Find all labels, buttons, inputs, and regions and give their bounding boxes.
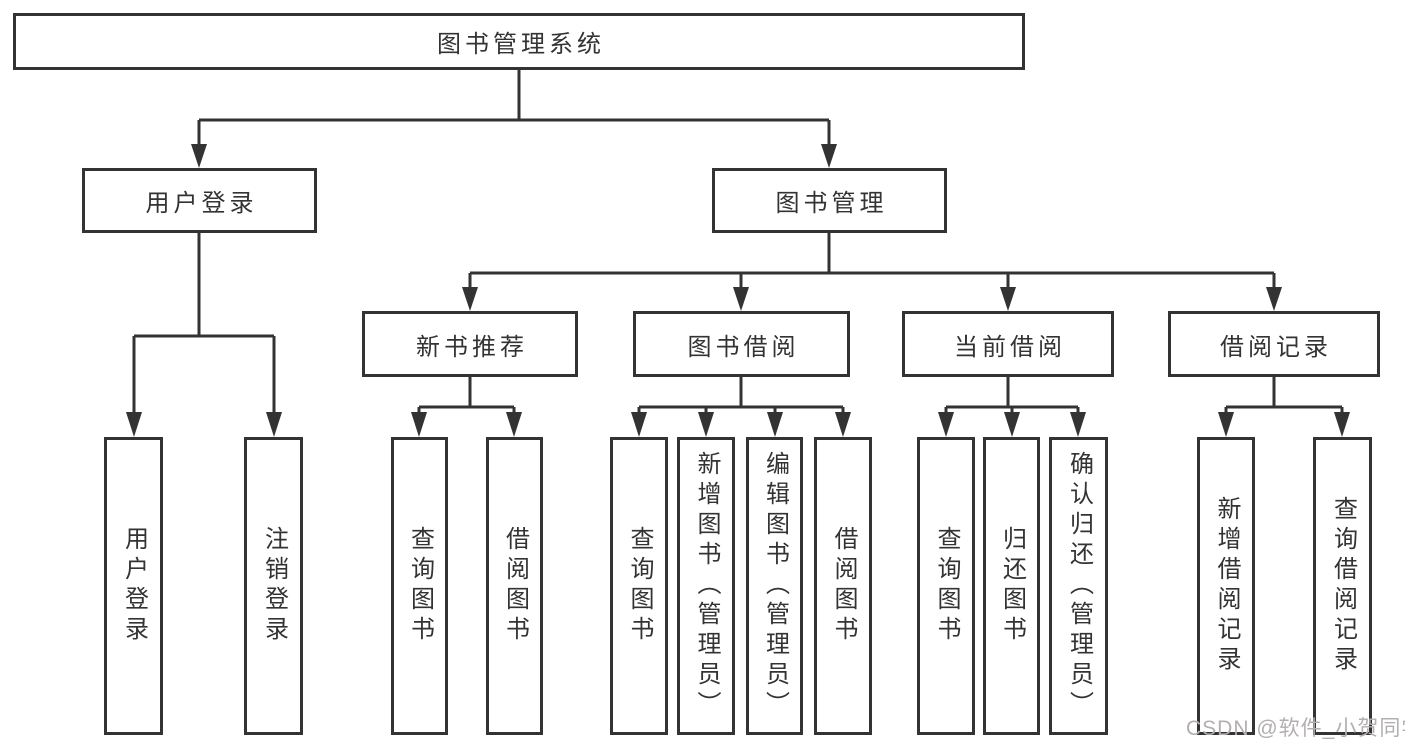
leaf-add-book-admin: 新增图书（管理员）: [677, 437, 735, 735]
arrow-down-icon: [191, 144, 207, 168]
leaf-borrow-books-2-label: 借阅图书: [830, 526, 857, 646]
leaf-return-book-label: 归还图书: [998, 526, 1026, 646]
connector-root: [191, 70, 837, 168]
node-user-login: 用户登录: [82, 168, 317, 233]
arrow-down-icon: [631, 412, 647, 437]
node-new-book-recommend: 新书推荐: [362, 311, 578, 377]
leaf-query-books-3: 查询图书: [917, 437, 975, 735]
arrow-down-icon: [1004, 412, 1020, 437]
node-book-borrowing: 图书借阅: [633, 311, 850, 377]
node-user-login-label: 用户登录: [145, 190, 258, 217]
connector-current-borrowing: [938, 377, 1086, 437]
arrow-down-icon: [733, 287, 749, 311]
connector-new-book-recommend: [411, 377, 522, 437]
leaf-edit-book-admin-label: 编辑图书（管理员）: [761, 451, 789, 721]
arrow-down-icon: [835, 412, 851, 437]
connector-book-borrowing: [631, 377, 851, 437]
connector-book-management: [462, 233, 1282, 311]
leaf-logout-label: 注销登录: [260, 526, 288, 646]
node-root: 图书管理系统: [13, 13, 1025, 70]
node-book-borrowing-label: 图书借阅: [687, 333, 800, 361]
arrow-down-icon: [698, 412, 714, 437]
leaf-query-books-1: 查询图书: [391, 437, 448, 735]
leaf-user-login-label: 用户登录: [120, 526, 148, 646]
arrow-down-icon: [1266, 287, 1282, 311]
arrow-down-icon: [1000, 287, 1016, 311]
leaf-borrow-books-1-label: 借阅图书: [501, 526, 529, 646]
leaf-add-borrow-record-label: 新增借阅记录: [1213, 496, 1240, 676]
node-current-borrowing: 当前借阅: [902, 311, 1114, 377]
leaf-query-books-1-label: 查询图书: [406, 526, 434, 646]
arrow-down-icon: [1070, 412, 1086, 437]
leaf-query-books-3-label: 查询图书: [933, 526, 960, 646]
node-book-management: 图书管理: [712, 168, 947, 233]
node-current-borrowing-label: 当前借阅: [954, 333, 1066, 361]
leaf-query-books-2-label: 查询图书: [626, 526, 653, 646]
arrow-down-icon: [506, 412, 522, 437]
leaf-query-borrow-record: 查询借阅记录: [1313, 437, 1372, 735]
arrow-down-icon: [462, 287, 478, 311]
leaf-add-borrow-record: 新增借阅记录: [1197, 437, 1255, 735]
leaf-add-book-admin-label: 新增图书（管理员）: [693, 451, 720, 721]
arrow-down-icon: [266, 412, 282, 437]
leaf-user-login: 用户登录: [104, 437, 163, 735]
leaf-borrow-books-2: 借阅图书: [814, 437, 872, 735]
connector-user-login: [126, 233, 282, 437]
node-root-label: 图书管理系统: [437, 31, 605, 58]
arrow-down-icon: [767, 412, 783, 437]
node-borrow-records-label: 借阅记录: [1220, 333, 1332, 361]
leaf-confirm-return-admin: 确认归还（管理员）: [1049, 437, 1108, 735]
node-borrow-records: 借阅记录: [1168, 311, 1380, 377]
arrow-down-icon: [126, 412, 142, 437]
arrow-down-icon: [1334, 412, 1350, 437]
node-new-book-recommend-label: 新书推荐: [416, 333, 528, 361]
leaf-return-book: 归还图书: [983, 437, 1040, 735]
leaf-borrow-books-1: 借阅图书: [486, 437, 543, 735]
connector-borrow-records: [1218, 377, 1350, 437]
leaf-query-borrow-record-label: 查询借阅记录: [1329, 496, 1357, 676]
csdn-watermark: CSDN @软件_小贺同学: [1186, 717, 1405, 740]
leaf-edit-book-admin: 编辑图书（管理员）: [746, 437, 803, 735]
leaf-query-books-2: 查询图书: [610, 437, 668, 735]
arrow-down-icon: [821, 144, 837, 168]
node-book-management-label: 图书管理: [775, 190, 888, 217]
arrow-down-icon: [1218, 412, 1234, 437]
leaf-logout: 注销登录: [244, 437, 303, 735]
leaf-confirm-return-admin-label: 确认归还（管理员）: [1065, 451, 1093, 721]
arrow-down-icon: [411, 412, 427, 437]
arrow-down-icon: [938, 412, 954, 437]
